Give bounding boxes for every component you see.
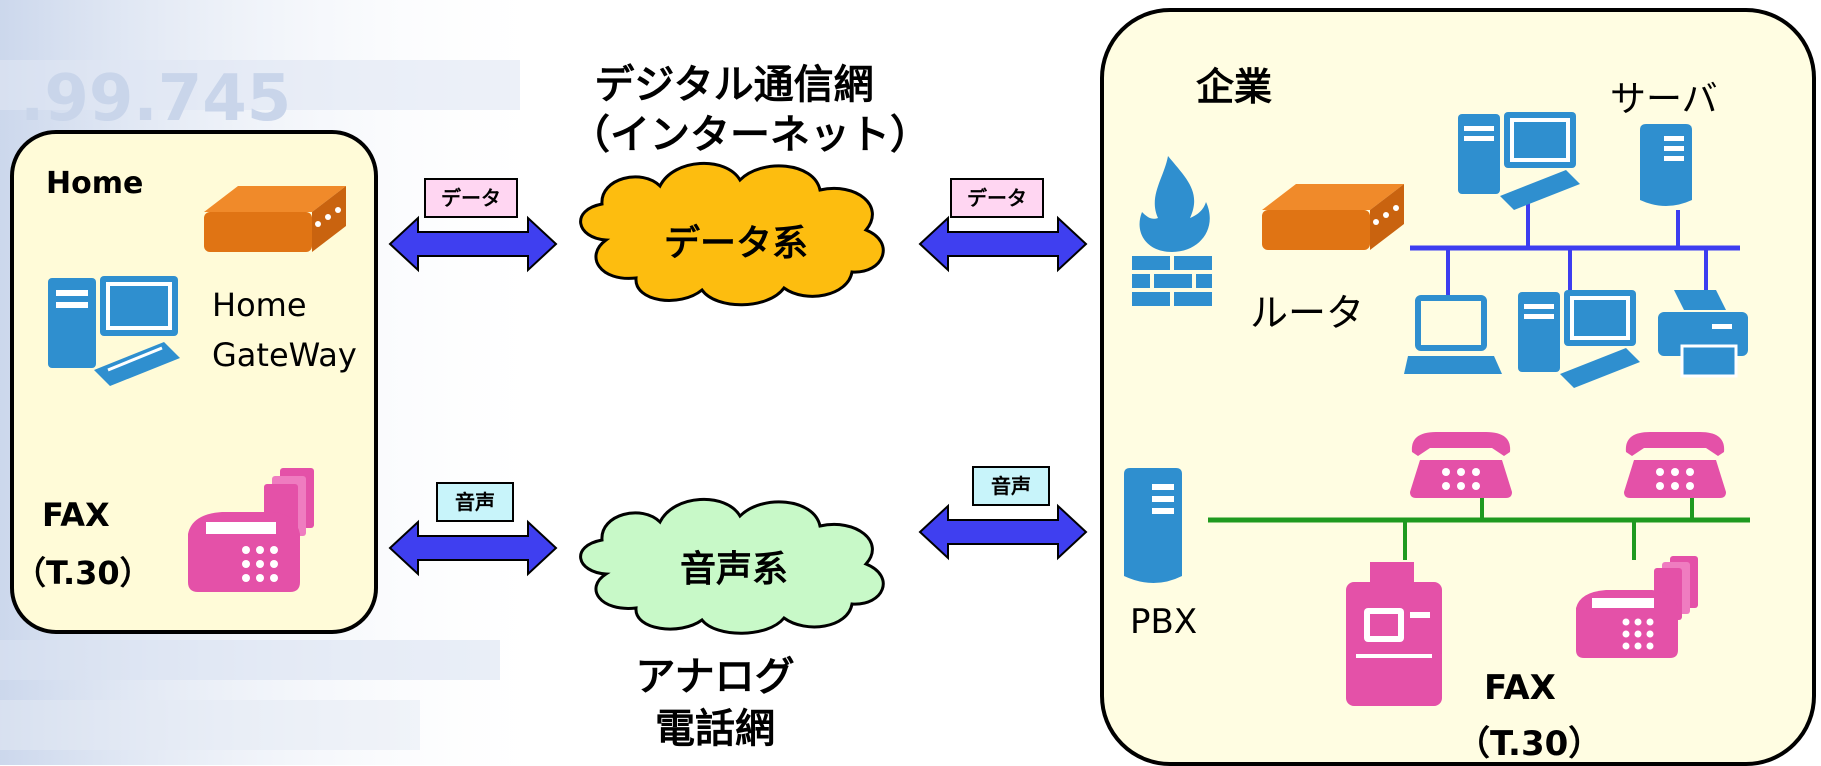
voice-arrow-right [918,503,1088,561]
phone-icon [1410,432,1512,498]
home-gateway-icon [204,186,346,252]
home-fax-label-line1: FAX [42,496,110,534]
data-tag-right: データ [950,178,1044,218]
home-fax-label-line2: （T.30） [14,554,152,592]
home-title: Home [46,166,144,201]
pbx-icon [1124,468,1182,583]
svg-text:.99.745: .99.745 [20,62,291,136]
data-cloud-icon [579,161,885,307]
data-cloud-label: データ系 [664,223,809,264]
firewall-icon [1132,156,1212,306]
corp-fax-label-line2: （T.30） [1456,724,1603,764]
corporate-router-icon [1262,184,1404,250]
home-fax-icon [188,468,314,592]
server-label: サーバ [1610,79,1718,120]
gateway-label-line1: Home [212,286,307,324]
corporate-title: 企業 [1196,65,1273,109]
corporate-fax-icon [1576,556,1698,658]
gateway-label-line2: GateWay [212,336,357,374]
voice-cloud-label: 音声系 [679,549,788,590]
multifunction-printer-icon [1346,562,1442,706]
voice-cloud-icon [579,497,885,635]
digital-network-title-line2: （インターネット） [570,112,930,158]
analog-network-title-line1: アナログ [635,654,795,700]
digital-network-title-line1: デジタル通信網 [594,62,874,108]
data-tag-left: データ [424,178,518,218]
server-icon [1640,124,1692,206]
router-label: ルータ [1250,291,1365,335]
analog-network-title-line2: 電話網 [655,706,775,752]
corporate-pc-icon [1458,112,1580,210]
pbx-label: PBX [1130,602,1198,642]
voice-tag-right: 音声 [972,466,1050,506]
data-arrow-left [388,215,558,273]
voice-tag-left: 音声 [436,482,514,522]
home-pc-icon [48,276,180,386]
laptop-icon [1404,295,1502,374]
corporate-pc-2-icon [1518,290,1640,388]
voice-arrow-left [388,519,558,577]
corp-fax-label-line1: FAX [1484,668,1556,708]
phone-2-icon [1624,432,1726,498]
printer-icon [1658,290,1748,378]
data-arrow-right [918,215,1088,273]
